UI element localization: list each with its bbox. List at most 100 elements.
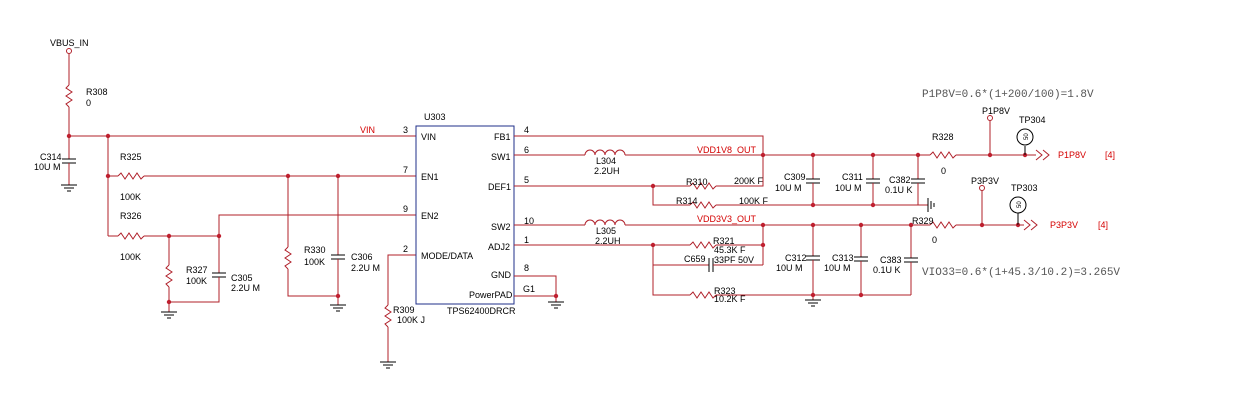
r323-resistor — [689, 291, 717, 299]
pin-num-sw1: 6 — [524, 145, 529, 155]
r308-value: 0 — [86, 98, 91, 108]
tp304-value: 50 — [1024, 133, 1030, 140]
r327-value: 100K — [186, 276, 207, 286]
l305-ref: L305 — [596, 226, 616, 236]
l305-inductor — [584, 219, 626, 226]
pin-num-powerpad: G1 — [523, 284, 535, 294]
p1p8v-test-point — [987, 115, 993, 121]
r321-ref: R321 — [713, 236, 735, 246]
pin-num-en2: 9 — [403, 204, 408, 214]
c311-capacitor — [866, 178, 880, 184]
pin-num-def1: 5 — [524, 175, 529, 185]
c305-value: 2.2U M — [231, 283, 260, 293]
pin-num-sw2: 10 — [524, 216, 534, 226]
ic-u303-body — [415, 125, 515, 305]
pin-name-sw1: SW1 — [491, 152, 511, 162]
r328-resistor — [929, 151, 957, 159]
ic-ref: U303 — [424, 112, 446, 122]
r330-value: 100K — [304, 257, 325, 267]
c305-capacitor — [212, 272, 226, 278]
tp304-ref: TP304 — [1019, 115, 1046, 125]
c314-ground — [61, 184, 77, 192]
pin-name-fb1: FB1 — [494, 132, 511, 142]
pin-name-sw2: SW2 — [491, 222, 511, 232]
en2-net-wire — [218, 214, 416, 236]
p1p8v-offpage-arrow — [1035, 149, 1050, 161]
pin-name-powerpad: PowerPAD — [469, 290, 513, 300]
c382-ref: C382 — [889, 175, 911, 185]
r330-ref: R330 — [304, 245, 326, 255]
ic-ground — [548, 301, 564, 309]
net-label-vin: VIN — [360, 125, 375, 135]
r310-ref: R310 — [686, 177, 708, 187]
c313-capacitor — [854, 256, 868, 262]
c309-capacitor — [806, 178, 820, 184]
r325-value: 100K — [120, 192, 141, 202]
c383-value: 0.1U K — [873, 265, 901, 275]
c313-value: 10U M — [824, 263, 851, 273]
l304-ref: L304 — [596, 156, 616, 166]
pin-name-mode: MODE/DATA — [421, 251, 473, 261]
r309-value: 100K J — [397, 315, 425, 325]
tp303-ref: TP303 — [1011, 183, 1038, 193]
l304-inductor — [584, 149, 626, 156]
pin-name-en1: EN1 — [421, 172, 439, 182]
net-label-vbus-in: VBUS_IN — [50, 38, 89, 48]
r309-ref: R309 — [393, 305, 415, 315]
vio33-equation: VIO33=0.6*(1+45.3/10.2)=3.265V — [922, 267, 1120, 279]
c382-value: 0.1U K — [885, 185, 913, 195]
c306-capacitor — [331, 254, 345, 260]
r326-ref: R326 — [120, 211, 142, 221]
c313-ref: C313 — [832, 253, 854, 263]
c312-ref: C312 — [785, 253, 807, 263]
c306-value: 2.2U M — [351, 263, 380, 273]
r326-value: 100K — [120, 252, 141, 262]
r328-ref: R328 — [932, 132, 954, 142]
r308-resistor — [65, 84, 73, 108]
pin-name-def1: DEF1 — [488, 182, 511, 192]
r309-ground — [380, 361, 396, 369]
p1p8v-sheet-ref: [4] — [1105, 150, 1115, 160]
p1p8v-tp-label: P1P8V — [982, 106, 1010, 116]
r308-ref: R308 — [86, 87, 108, 97]
pin-num-vin: 3 — [403, 125, 408, 135]
c383-ref: C383 — [880, 255, 902, 265]
r310-resistor — [689, 182, 717, 190]
pin-name-adj2: ADJ2 — [488, 242, 510, 252]
pin-num-mode: 2 — [403, 244, 408, 254]
pin-num-fb1: 4 — [524, 125, 529, 135]
r323-ref: R323 — [714, 286, 736, 296]
r329-value: 0 — [932, 235, 937, 245]
r329-resistor — [929, 221, 957, 229]
l304-value: 2.2UH — [594, 166, 620, 176]
c306-ref: C306 — [351, 252, 373, 262]
c659-value: 33PF 50V — [714, 255, 754, 265]
c312-capacitor — [806, 255, 820, 261]
pin-num-en1: 7 — [403, 165, 408, 175]
tp304-test-point — [1016, 128, 1034, 146]
c309-ref: C309 — [784, 172, 806, 182]
c305-ref: C305 — [231, 273, 253, 283]
pin-name-vin: VIN — [421, 132, 436, 142]
c314-capacitor — [62, 158, 76, 164]
r326-resistor — [117, 232, 145, 240]
c383-capacitor — [904, 257, 918, 263]
vbus-in-port — [66, 48, 72, 54]
c314-value: 10U M — [34, 162, 61, 172]
pin-num-adj2: 1 — [524, 235, 529, 245]
r323-value: 10.2K F — [714, 294, 746, 304]
r321-resistor — [689, 241, 717, 249]
r327-resistor — [165, 264, 173, 288]
c309-value: 10U M — [775, 183, 802, 193]
net-label-p3p3v: P3P3V — [1050, 220, 1078, 230]
r330-resistor — [284, 246, 292, 270]
pin-name-en2: EN2 — [421, 211, 439, 221]
ic-part-number: TPS62400DRCR — [447, 306, 516, 316]
r327-ground — [161, 311, 177, 319]
c306-ground — [330, 304, 346, 312]
output-ground-3v3 — [805, 299, 821, 307]
p3p3v-tp-label: P3P3V — [971, 176, 999, 186]
p3p3v-sheet-ref: [4] — [1098, 220, 1108, 230]
tp303-test-point — [1009, 196, 1027, 214]
